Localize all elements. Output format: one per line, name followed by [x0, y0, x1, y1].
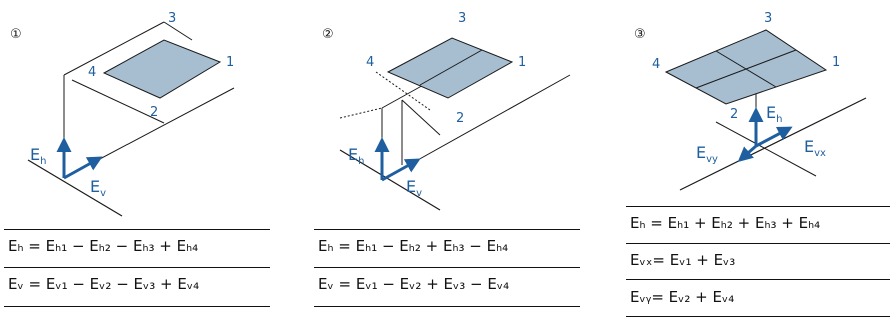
- panel-2-corner-2: 2: [456, 111, 464, 126]
- panel-3-badge: ③: [634, 27, 646, 42]
- panel-3-formula-evy: Eᵥᵧ= Eᵥ₂ + Eᵥ₄: [630, 288, 735, 306]
- panel-3-drawing: ③ 1 2 3 4 Eh Evx Evy: [634, 11, 867, 191]
- panel-1-rule-top: [4, 229, 270, 230]
- panel-3-corner-4: 4: [652, 57, 660, 72]
- panel-3-ground-line: [679, 97, 867, 191]
- panel-3-cross-line: [715, 121, 817, 177]
- panel-3-rule-top: [626, 206, 890, 207]
- panel-1-corner-2: 2: [150, 105, 158, 120]
- panel-3-formula-eh: Eₕ = Eₕ₁ + Eₕ₂ + Eₕ₃ + Eₕ₄: [630, 214, 821, 232]
- panel-3-formula-evx: Eᵥₓ= Eᵥ₁ + Eᵥ₃: [630, 251, 736, 269]
- panel-2-plane-divider: [419, 49, 483, 86]
- panel-1-corner-1: 1: [226, 55, 234, 70]
- panel-3-plane: [664, 29, 828, 105]
- panel-1-corner-3: 3: [168, 11, 176, 26]
- panel-3-plane-divider-b: [715, 50, 777, 88]
- panel-1-formula-ev: Eᵥ = Eᵥ₁ − Eᵥ₂ − Eᵥ₃ + Eᵥ₄: [8, 275, 200, 293]
- panel-1-ev-arrow: [63, 156, 103, 180]
- panel-3-evy-label: Evy: [696, 143, 718, 165]
- panel-2-badge: ②: [322, 27, 334, 42]
- panel-2-ev-arrow: [381, 158, 421, 182]
- panel-3-corner-1: 1: [832, 55, 840, 70]
- panel-1-inner-line: [71, 79, 165, 124]
- panel-3-evx-label: Evx: [804, 137, 826, 159]
- panel-2-drawing: ② 1 2 3 4 Eh Ev: [322, 11, 571, 211]
- panel-2-ground-line: [339, 149, 441, 211]
- panel-2-corner-4: 4: [366, 55, 374, 70]
- panel-3-evx-arrow: [755, 126, 793, 148]
- panel-2-ev-label: Ev: [406, 177, 422, 199]
- panel-2-dashed-line: [375, 71, 431, 111]
- panel-3-corner-2: 2: [730, 107, 738, 122]
- panel-2-formula-ev: Eᵥ = Eᵥ₁ − Eᵥ₂ + Eᵥ₃ − Eᵥ₄: [318, 275, 510, 293]
- panel-1-eh-label: Eh: [30, 145, 46, 167]
- panel-2-diag-line: [401, 99, 441, 136]
- panel-2-dotted-line: [339, 107, 383, 119]
- panel-3-corner-3: 3: [764, 11, 772, 26]
- panel-1-ground-line: [27, 159, 123, 217]
- panel-1-rule-mid: [4, 267, 270, 268]
- panel-3-evy-arrow: [737, 144, 757, 162]
- panel-3-rule-3: [626, 279, 890, 280]
- panel-1-ev-label: Ev: [90, 177, 106, 199]
- panel-1-drawing: ① 1 2 3 4 Eh Ev: [10, 11, 234, 217]
- panel-2-rule-top: [314, 229, 580, 230]
- panel-2-corner-3: 3: [458, 11, 466, 26]
- panel-3-eh-label: Eh: [766, 103, 782, 125]
- panel-1-top-line: [63, 21, 165, 76]
- panel-3-rule-bottom: [626, 316, 890, 317]
- panel-1-rule-bottom: [4, 306, 270, 307]
- panel-2-rule-bottom: [314, 306, 580, 307]
- panel-1-plane: [102, 39, 222, 99]
- panel-1-top-edge: [163, 21, 193, 41]
- panel-2-formula-eh: Eₕ = Eₕ₁ − Eₕ₂ + Eₕ₃ − Eₕ₄: [318, 237, 509, 255]
- panel-1-badge: ①: [10, 27, 22, 42]
- panel-2-corner-1: 1: [518, 55, 526, 70]
- panel-1-formula-eh: Eₕ = Eₕ₁ − Eₕ₂ − Eₕ₃ + Eₕ₄: [8, 237, 199, 255]
- panel-3-rule-2: [626, 243, 890, 244]
- panel-1-corner-4: 4: [88, 65, 96, 80]
- panel-2-rule-mid: [314, 267, 580, 268]
- panel-2-eh-label: Eh: [348, 145, 364, 167]
